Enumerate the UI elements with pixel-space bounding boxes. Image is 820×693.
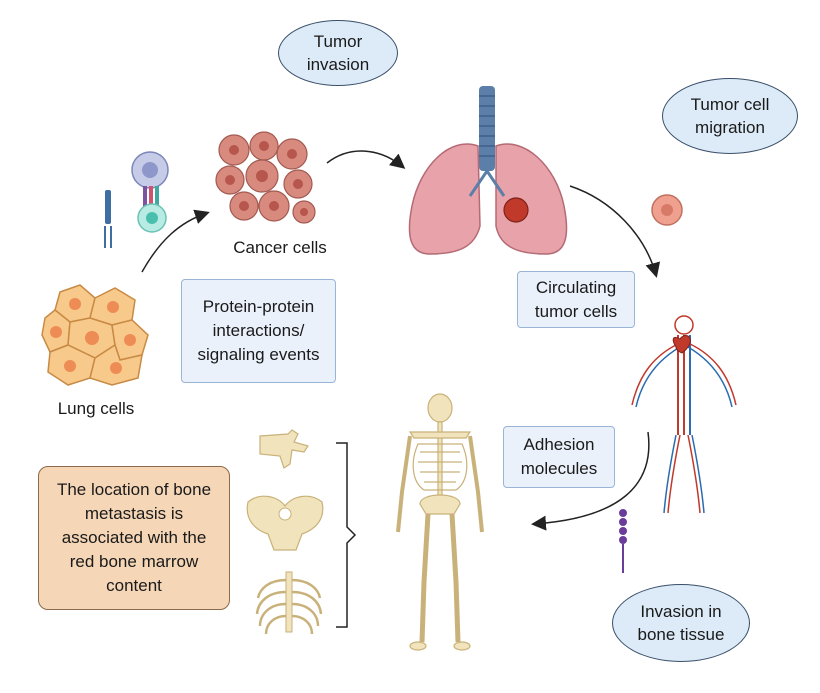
receptor-icon — [104, 190, 112, 248]
arrow-cancer-to-lungs — [326, 150, 406, 169]
bone-marrow-note: The location of bone metastasis is assoc… — [38, 466, 230, 610]
cancer-cells-icon — [215, 131, 316, 224]
tumor-cell-migration-ellipse: Tumor cell migration — [662, 78, 798, 154]
circulating-tumor-cells-box: Circulating tumor cells — [517, 271, 635, 328]
adhesion-molecule-icon — [619, 509, 627, 573]
skeleton-icon — [396, 393, 484, 651]
tumor-invasion-ellipse: Tumor invasion — [278, 20, 398, 86]
arrow-lungs-to-circulation — [569, 185, 661, 278]
lungs-icon — [408, 86, 568, 255]
lung-cells-icon — [41, 284, 149, 386]
cancer-cells-label: Cancer cells — [233, 238, 327, 257]
invasion-bone-tissue-ellipse: Invasion in bone tissue — [612, 584, 750, 662]
bone-bracket — [336, 442, 357, 628]
lung-cells-label: Lung cells — [57, 399, 135, 418]
arrow-circulation-to-skeleton — [531, 431, 650, 531]
ppi-signaling-box: Protein-protein interactions/ signaling … — [181, 279, 336, 383]
vertebra-icon — [259, 429, 309, 469]
immune-cell-icon — [131, 151, 169, 233]
adhesion-molecules-box: Adhesion molecules — [503, 426, 615, 488]
circulatory-system-icon — [631, 315, 737, 514]
arrow-lung-to-cancer — [141, 209, 210, 273]
tumor-cell-icon — [651, 194, 683, 226]
pelvis-icon — [246, 495, 324, 551]
ribcage-icon — [255, 571, 323, 635]
